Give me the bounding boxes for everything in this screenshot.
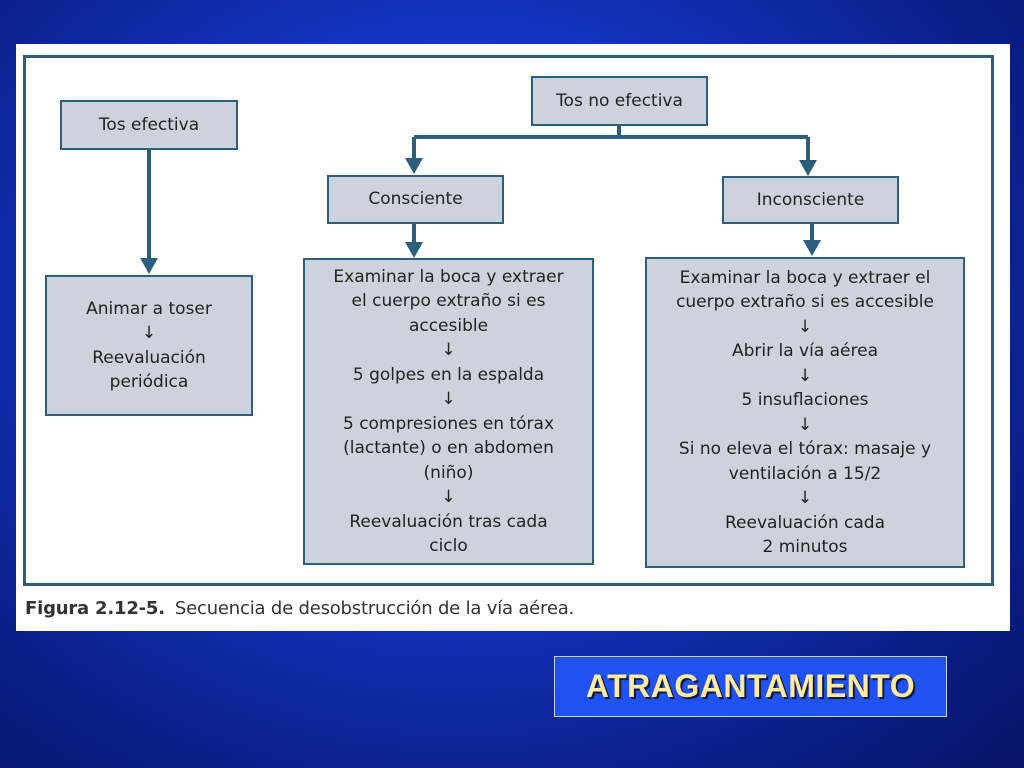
step-line: 5 compresiones en tórax xyxy=(342,413,555,434)
box-effective-steps: Animar a toser ↓ Reevaluación periódica xyxy=(45,275,253,416)
down-arrow-icon: ↓ xyxy=(797,365,813,386)
connector-lines xyxy=(140,126,821,274)
step-line: Reevaluación cada xyxy=(725,512,885,533)
label-tos-no-efectiva: Tos no efectiva xyxy=(556,90,683,111)
arrowhead-unconscious xyxy=(799,160,817,176)
arrowhead-conscious-down xyxy=(405,242,423,258)
label-tos-efectiva: Tos efectiva xyxy=(98,114,200,135)
down-arrow-icon: ↓ xyxy=(441,389,456,409)
box-consciente: Consciente xyxy=(327,175,504,224)
down-arrow-icon: ↓ xyxy=(141,323,157,343)
down-arrow-icon: ↓ xyxy=(797,316,813,337)
step-line: (niño) xyxy=(423,462,474,483)
arrowhead-unconscious-down xyxy=(803,240,821,256)
label-inconsciente: Inconsciente xyxy=(756,189,865,210)
down-arrow-icon: ↓ xyxy=(797,414,813,435)
box-inconsciente: Inconsciente xyxy=(722,176,899,224)
box-tos-no-efectiva: Tos no efectiva xyxy=(531,76,708,126)
arrowhead-conscious xyxy=(405,158,423,174)
step-line: Examinar la boca y extraer el xyxy=(679,267,931,288)
box-conscious-steps: Examinar la boca y extraer el cuerpo ext… xyxy=(303,258,594,565)
caption-label: Figura 2.12-5. xyxy=(25,598,165,619)
step-line: periódica xyxy=(109,372,189,392)
down-arrow-icon: ↓ xyxy=(797,488,813,508)
diagram-frame xyxy=(23,55,994,586)
slide-title: ATRAGANTAMIENTO xyxy=(585,668,916,704)
figure-caption: Figura 2.12-5. Secuencia de desobstrucció… xyxy=(25,598,574,619)
slide-title-box: ATRAGANTAMIENTO xyxy=(554,656,947,717)
box-tos-efectiva: Tos efectiva xyxy=(60,100,238,150)
step-line: cuerpo extraño si es accesible xyxy=(676,292,934,312)
step-line: el cuerpo extraño si es xyxy=(351,291,546,311)
down-arrow-icon: ↓ xyxy=(441,340,456,360)
step-line: Reevaluación tras cada xyxy=(349,511,548,532)
down-arrow-icon: ↓ xyxy=(441,487,456,507)
step-line: Reevaluación xyxy=(92,347,206,368)
box-unconscious-steps: Examinar la boca y extraer el cuerpo ext… xyxy=(645,257,965,568)
step-line: Examinar la boca y extraer xyxy=(333,266,564,287)
step-line: (lactante) o en abdomen xyxy=(343,438,554,458)
arrowhead-effective xyxy=(140,258,158,274)
figure-panel: Tos efectiva Tos no efectiva Consciente … xyxy=(16,44,1010,631)
step-line: 5 insuflaciones xyxy=(741,390,869,410)
step-line: Si no eleva el tórax: masaje y xyxy=(678,439,932,459)
step-line: 2 minutos xyxy=(762,537,848,557)
step-line: Animar a toser xyxy=(86,298,212,319)
step-line: Abrir la vía aérea xyxy=(731,341,879,361)
label-consciente: Consciente xyxy=(368,189,463,210)
step-line: ventilación a 15/2 xyxy=(728,463,882,484)
step-line: ciclo xyxy=(429,536,468,556)
step-line: accesible xyxy=(408,315,489,336)
step-line: 5 golpes en la espalda xyxy=(352,364,545,385)
caption-text: Secuencia de desobstrucción de la vía aé… xyxy=(174,598,575,619)
